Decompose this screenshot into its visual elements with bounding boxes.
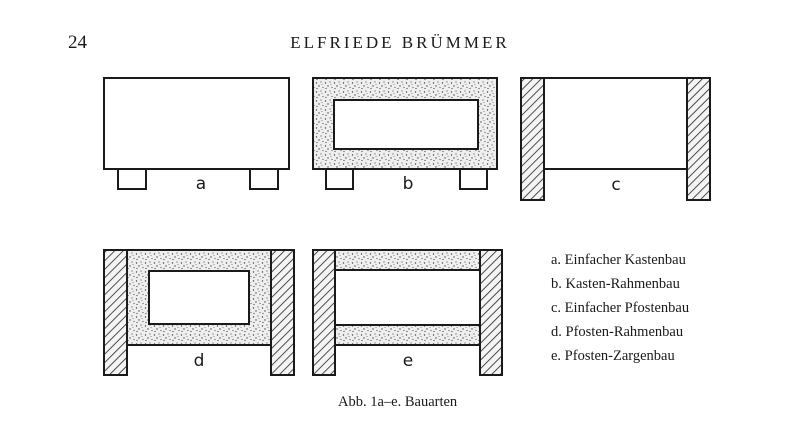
page-number: 24: [68, 32, 87, 53]
panel-a-drawing: [103, 77, 290, 190]
legend-item-c: c. Einfacher Pfostenbau: [551, 300, 690, 316]
panel-label-b: b: [403, 174, 414, 194]
running-title: ELFRIEDE BRÜMMER: [290, 33, 510, 52]
panel-label-e: e: [403, 351, 413, 371]
panel-label-a: a: [196, 174, 206, 194]
panel-c-drawing: [520, 77, 711, 201]
legend-item-a: a. Einfacher Kastenbau: [551, 252, 686, 268]
legend-item-e: e. Pfosten-Zargenbau: [551, 348, 675, 364]
legend-item-b: b. Kasten-Rahmenbau: [551, 276, 680, 292]
figure-caption: Abb. 1a–e. Bauarten: [338, 394, 458, 410]
panel-b-drawing: [312, 77, 498, 190]
panel-e-drawing: [312, 249, 503, 376]
panel-d-drawing: [103, 249, 295, 376]
figure-legend: a. Einfacher Kastenbau b. Kasten-Rahmenb…: [551, 248, 689, 368]
panel-label-d: d: [194, 351, 205, 371]
legend-item-d: d. Pfosten-Rahmenbau: [551, 324, 684, 340]
panel-label-c: c: [611, 175, 620, 195]
